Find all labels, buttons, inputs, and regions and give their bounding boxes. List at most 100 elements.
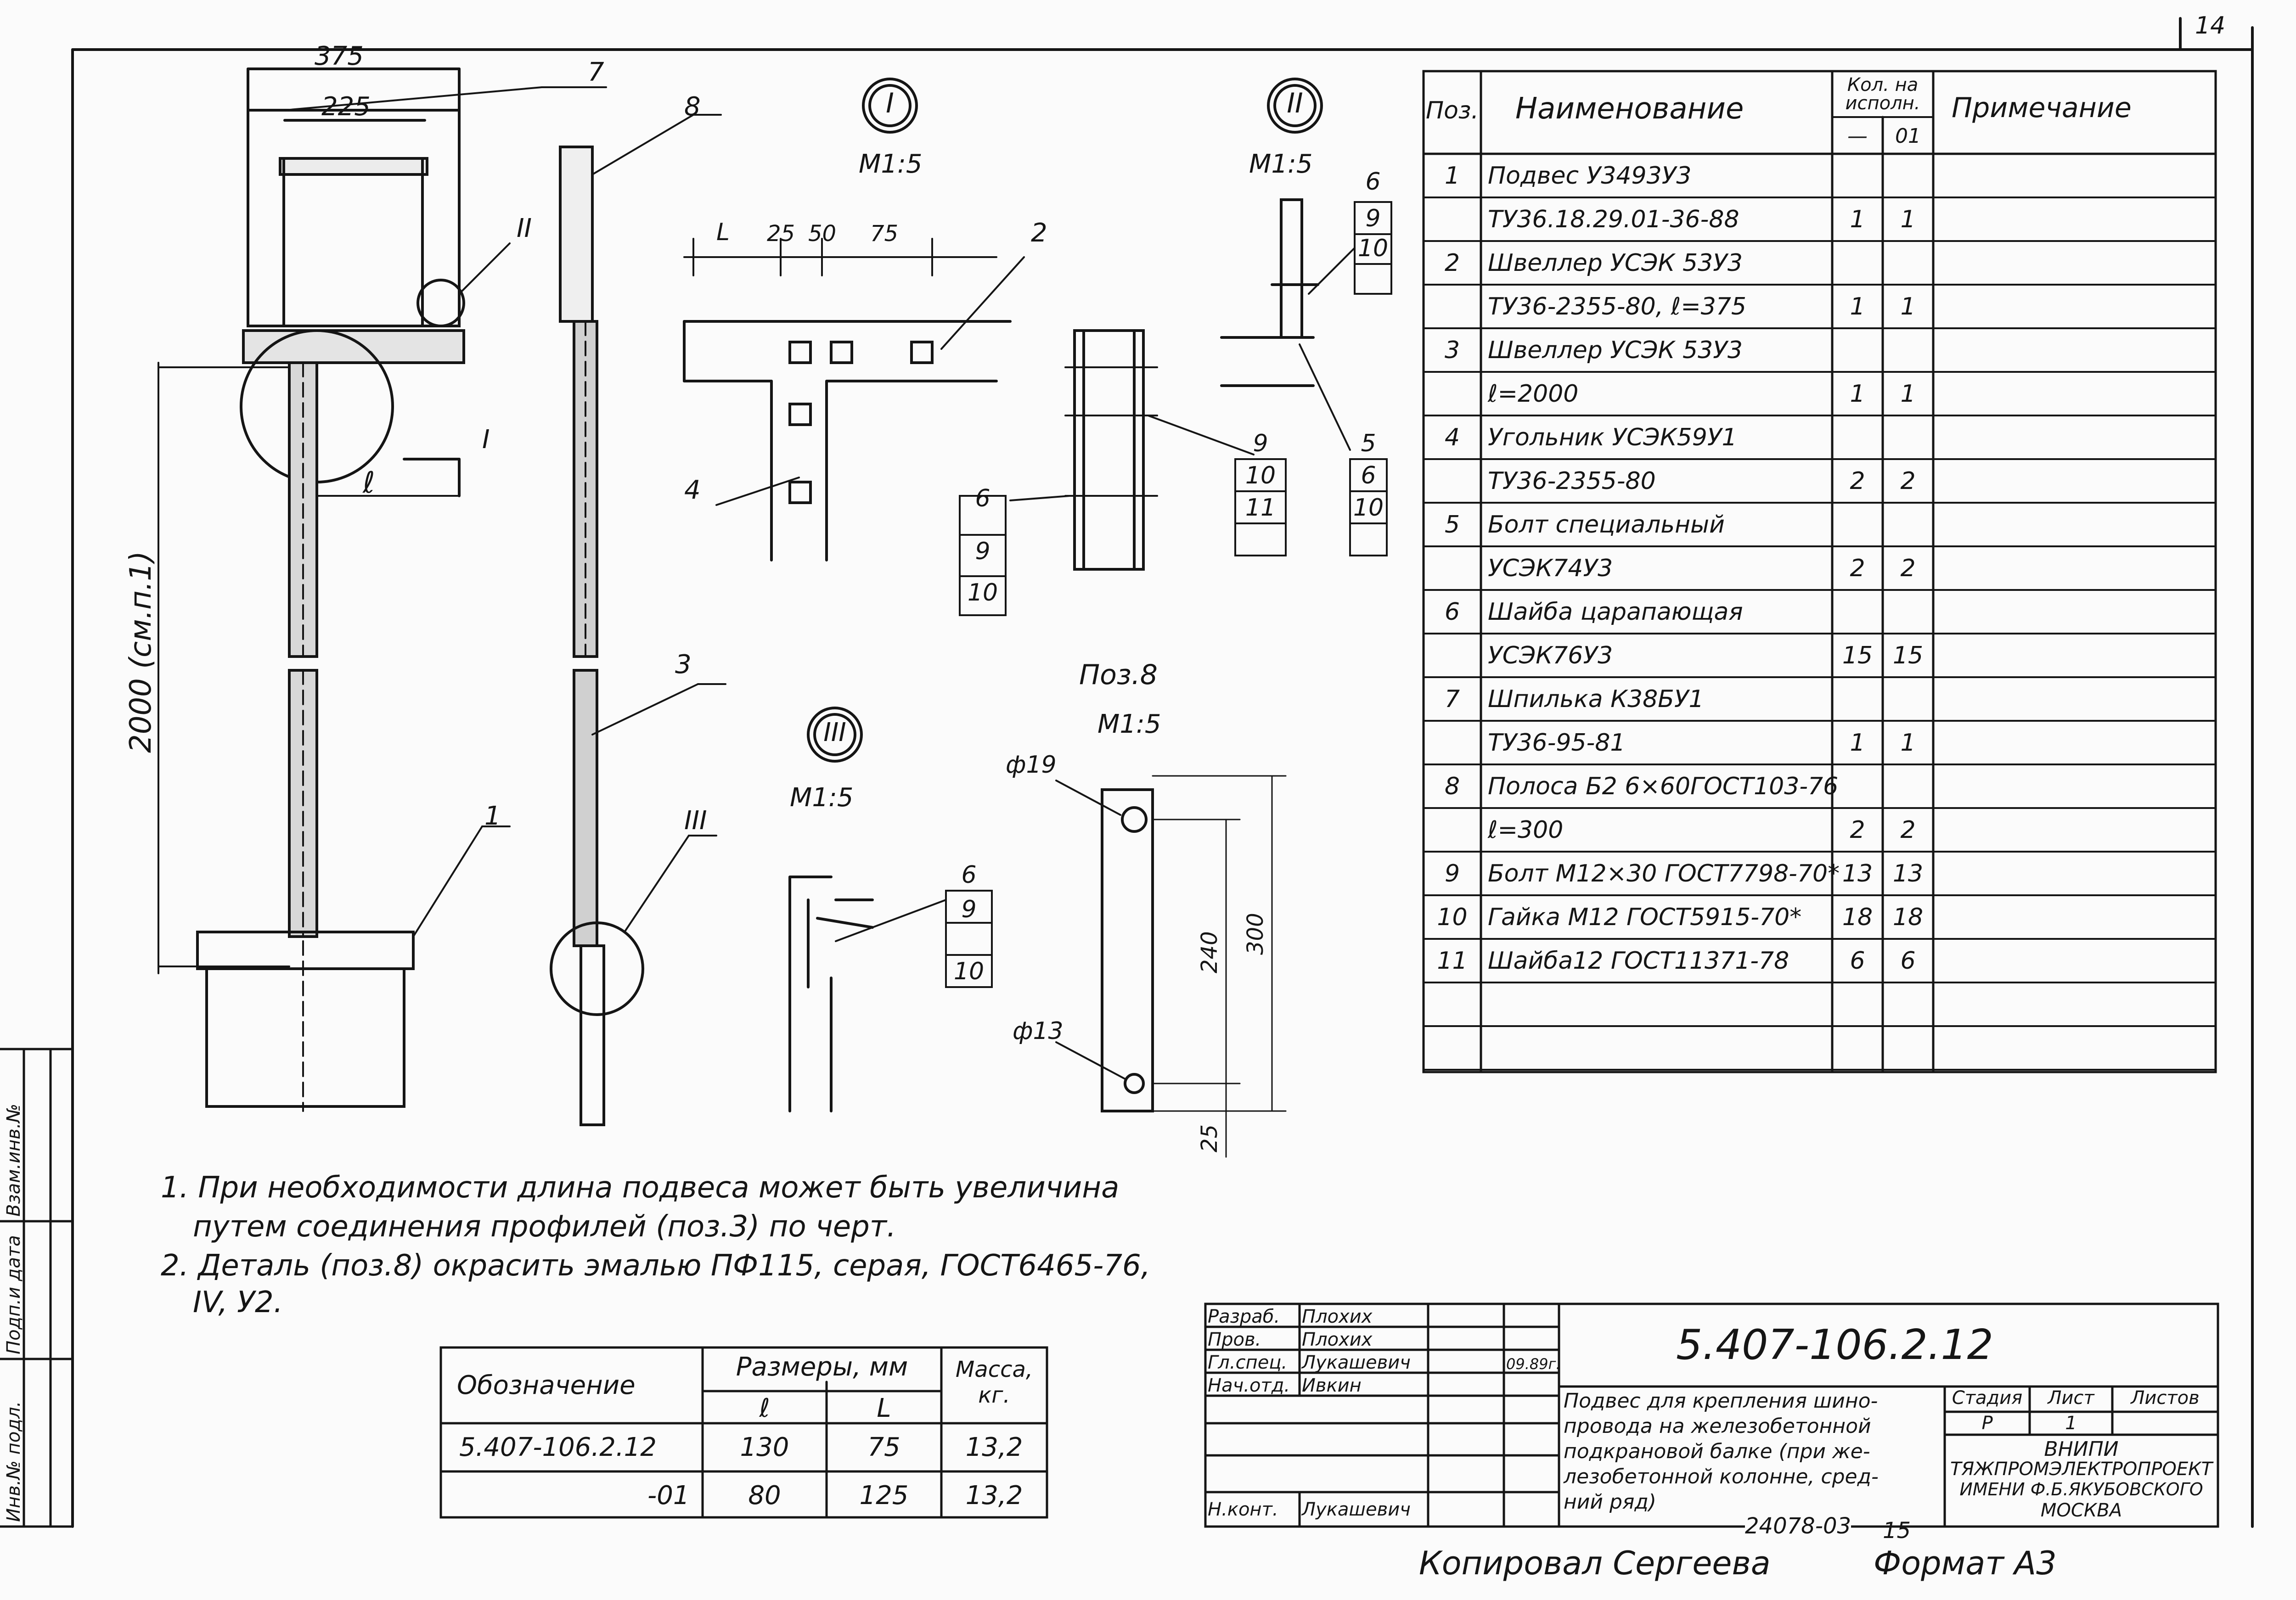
spec-cell-name: УСЭК74У3 <box>1488 555 1613 582</box>
title-line-4: лезобетонной колонне, сред- <box>1564 1465 1879 1488</box>
spec-cell-name: ℓ=300 <box>1488 816 1564 844</box>
spec-head-note: Примечание <box>1952 92 2132 124</box>
note-line-2: путем соединения профилей (поз.3) по чер… <box>193 1210 896 1244</box>
note-line-1: 1. При необходимости длина подвеса может… <box>161 1171 1120 1205</box>
leader-8: 8 <box>684 92 701 122</box>
role-1: Разраб. <box>1208 1306 1280 1327</box>
org-line-2: ТЯЖПРОМЭЛЕКТРОПРОЕКТ <box>1950 1459 2212 1480</box>
spec-cell-name: Швеллер УСЭК 53У3 <box>1488 337 1743 364</box>
note-line-3: 2. Деталь (поз.8) окрасить эмалью ПФ115,… <box>161 1249 1151 1283</box>
dim-l: ℓ <box>363 466 375 500</box>
dim-L: L <box>716 219 730 246</box>
leader-2: 2 <box>1031 218 1047 248</box>
title-line-2: провода на железобетонной <box>1564 1415 1871 1438</box>
spec-cell-q2: 13 <box>1892 860 1924 887</box>
variants-table-lines <box>439 1346 1048 1519</box>
spec-cell-q1: 1 <box>1850 293 1865 320</box>
leader-10b: 10 <box>1245 462 1276 489</box>
spec-cell-poz: 4 <box>1444 424 1460 451</box>
spec-cell-q1: 1 <box>1850 729 1865 757</box>
var-row2-l: 80 <box>748 1481 781 1510</box>
leader-II: II <box>517 213 532 243</box>
org-line-3: ИМЕНИ Ф.Б.ЯКУБОВСКОГО <box>1959 1479 2203 1499</box>
dim-25b: 25 <box>1197 1124 1222 1152</box>
var-row2-des: -01 <box>647 1481 690 1510</box>
spec-cell-q2: 15 <box>1892 642 1924 669</box>
format-label: Формат А3 <box>1874 1544 2057 1582</box>
side-view <box>550 114 726 1126</box>
spec-cell-q1: 13 <box>1842 860 1873 887</box>
detail-I <box>683 78 1025 561</box>
spec-cell-poz: 6 <box>1444 598 1460 626</box>
poz8-view <box>1055 775 1287 1158</box>
scale-II: M1:5 <box>1249 149 1313 179</box>
note-line-4: IV, У2. <box>193 1286 283 1319</box>
var-row2-mass: 13,2 <box>965 1481 1023 1510</box>
spec-head-qty: Кол. на исполн. <box>1845 74 1920 114</box>
role-4: Нач.отд. <box>1208 1375 1290 1396</box>
var-row2-L: 125 <box>859 1481 909 1510</box>
sheet-frame <box>0 17 2254 1528</box>
spec-cell-poz: 3 <box>1444 337 1460 364</box>
var-row1-L: 75 <box>867 1432 900 1462</box>
title-line-1: Подвес для крепления шино- <box>1564 1389 1878 1413</box>
callout-II: II <box>1287 87 1303 119</box>
spec-cell-q2: 2 <box>1900 467 1916 495</box>
var-head-L: L <box>877 1393 891 1423</box>
side-stamp-signature: Подп.и дата <box>3 1235 24 1354</box>
title-line-5: ний ряд) <box>1564 1490 1656 1514</box>
leader-6a: 6 <box>975 485 990 512</box>
role-4-name: Ивкин <box>1302 1375 1362 1396</box>
spec-cell-q2: 1 <box>1900 293 1916 320</box>
scale-I: M1:5 <box>859 149 923 179</box>
var-head-dims: Размеры, мм <box>736 1352 908 1382</box>
role-2-name: Плохих <box>1302 1329 1373 1350</box>
spec-cell-q1: 18 <box>1842 904 1873 931</box>
callout-III: III <box>823 718 846 747</box>
spec-cell-name: Болт М12×30 ГОСТ7798-70* <box>1488 860 1840 887</box>
dim-300: 300 <box>1243 913 1268 955</box>
spec-cell-name: Шпилька К38БУ1 <box>1488 685 1704 713</box>
scale-III: M1:5 <box>790 783 854 813</box>
spec-cell-name: ТУ36.18.29.01-36-88 <box>1488 206 1739 233</box>
spec-cell-poz: 1 <box>1444 162 1460 190</box>
dim-75: 75 <box>870 221 899 247</box>
dim-25: 25 <box>767 221 795 247</box>
spec-head-name: Наименование <box>1515 92 1744 126</box>
leader-6d: 6 <box>1361 462 1376 489</box>
spec-cell-q1: 2 <box>1850 467 1865 495</box>
spec-cell-name: Шайба царапающая <box>1488 598 1743 626</box>
spec-cell-q1: 6 <box>1850 947 1865 975</box>
leader-3: 3 <box>675 650 692 679</box>
role-5-name: Лукашевич <box>1302 1499 1411 1520</box>
spec-cell-name: ТУ36-95-81 <box>1488 729 1626 757</box>
leader-10c: 10 <box>1357 235 1389 262</box>
sheets-label: Листов <box>2131 1387 2200 1409</box>
spec-cell-q1: 2 <box>1850 816 1865 844</box>
role-3-name: Лукашевич <box>1302 1352 1411 1373</box>
stage-value: Р <box>1981 1413 1993 1434</box>
spec-cell-poz: 11 <box>1437 947 1468 975</box>
spec-cell-q2: 1 <box>1900 206 1916 233</box>
dim-225: 225 <box>321 92 371 122</box>
spec-cell-poz: 5 <box>1444 511 1460 539</box>
sheet-label: Лист <box>2048 1387 2094 1409</box>
leader-9a: 9 <box>975 538 990 565</box>
role-2: Пров. <box>1208 1329 1261 1350</box>
spec-cell-name: Подвес У3493У3 <box>1488 162 1692 190</box>
role-date: 09.89г. <box>1506 1355 1561 1373</box>
role-3: Гл.спец. <box>1208 1352 1288 1373</box>
callout-I: I <box>886 87 894 119</box>
spec-cell-name: Полоса Б2 6×60ГОСТ103-76 <box>1488 773 1839 800</box>
section-view <box>959 329 1287 616</box>
spec-cell-name: ℓ=2000 <box>1488 380 1579 408</box>
spec-cell-q2: 18 <box>1892 904 1924 931</box>
spec-cell-poz: 2 <box>1444 249 1460 277</box>
spec-cell-poz: 10 <box>1437 904 1468 931</box>
spec-cell-q2: 1 <box>1900 729 1916 757</box>
leader-4: 4 <box>684 475 701 505</box>
spec-cell-q1: 15 <box>1842 642 1873 669</box>
spec-cell-name: УСЭК76У3 <box>1488 642 1613 669</box>
leader-7: 7 <box>588 57 604 87</box>
